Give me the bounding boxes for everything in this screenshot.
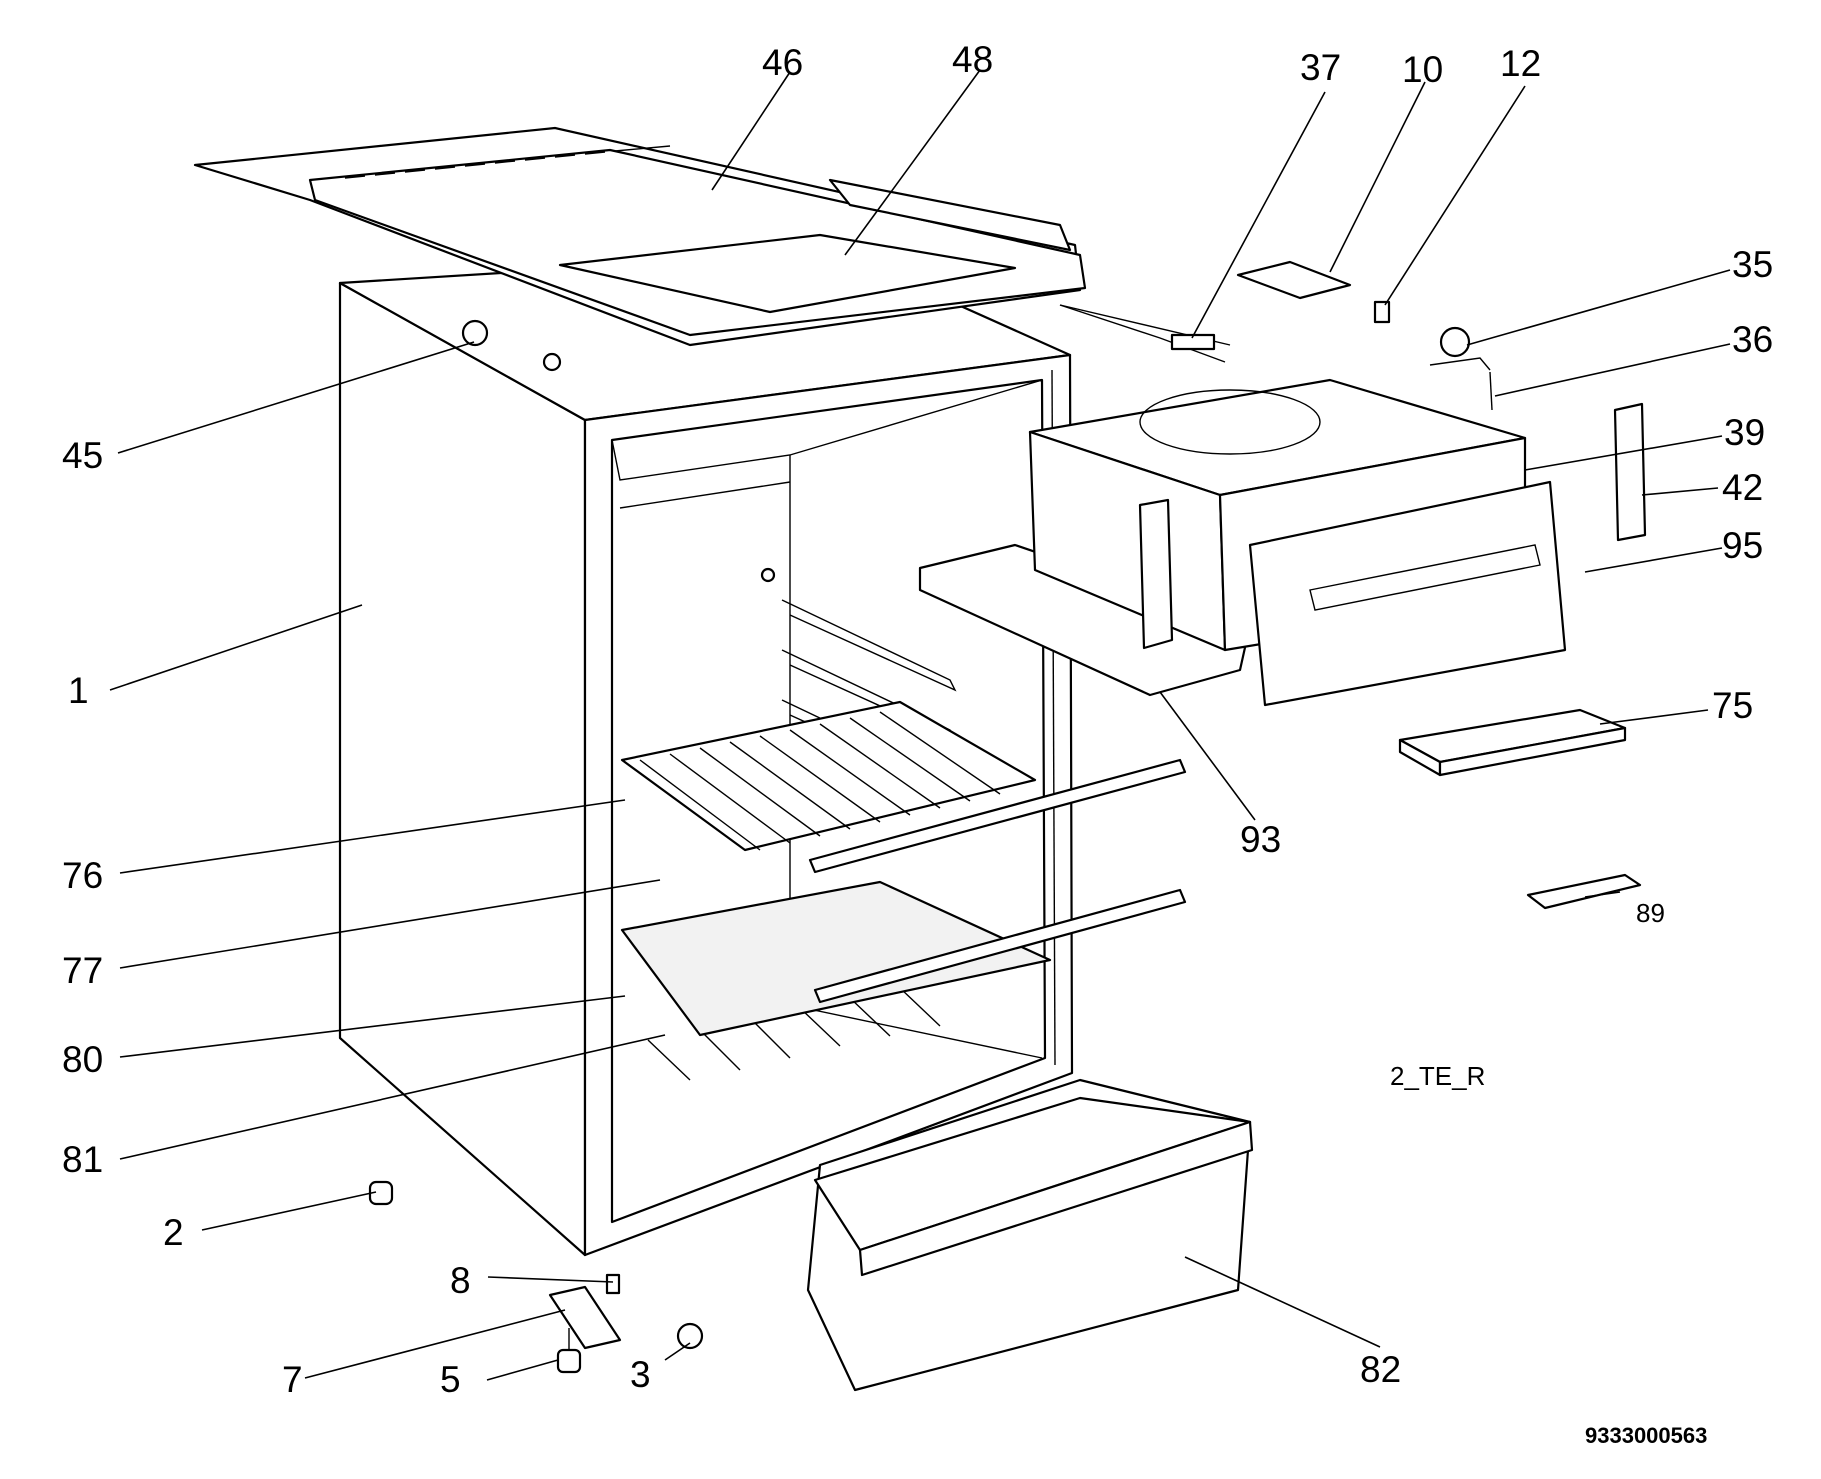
callout-46: 46 <box>762 42 803 83</box>
callout-76: 76 <box>62 855 103 896</box>
top-cover <box>193 126 1231 347</box>
callout-75: 75 <box>1712 685 1753 726</box>
callout-5: 5 <box>440 1359 461 1400</box>
callout-89: 89 <box>1636 898 1665 928</box>
callout-7: 7 <box>282 1359 303 1400</box>
small-parts <box>368 260 1642 1374</box>
callout-1: 1 <box>68 670 89 711</box>
freezer-compartment <box>918 378 1647 707</box>
callout-12: 12 <box>1500 43 1541 84</box>
callout-37: 37 <box>1300 47 1341 88</box>
callout-95: 95 <box>1722 525 1763 566</box>
callout-93: 93 <box>1240 819 1281 860</box>
callout-80: 80 <box>62 1039 103 1080</box>
callout-labels: 46 48 37 10 12 35 36 39 42 95 75 45 1 76… <box>62 39 1773 1448</box>
callout-77: 77 <box>62 950 103 991</box>
document-number: 9333000563 <box>1585 1423 1707 1448</box>
callout-35: 35 <box>1732 244 1773 285</box>
callout-8: 8 <box>450 1260 471 1301</box>
callout-36: 36 <box>1732 319 1773 360</box>
model-code: 2_TE_R <box>1390 1061 1485 1091</box>
wire-shelf <box>620 700 1187 874</box>
callout-42: 42 <box>1722 467 1763 508</box>
callout-81: 81 <box>62 1139 103 1180</box>
callout-3: 3 <box>630 1354 651 1395</box>
callout-48: 48 <box>952 39 993 80</box>
glass-shelf <box>620 880 1187 1037</box>
callout-82: 82 <box>1360 1349 1401 1390</box>
callout-39: 39 <box>1724 412 1765 453</box>
ice-tray <box>1398 708 1627 777</box>
callout-2: 2 <box>163 1212 184 1253</box>
leader-lines <box>109 69 1731 1381</box>
callout-10: 10 <box>1402 49 1443 90</box>
callout-45: 45 <box>62 435 103 476</box>
door-bin <box>806 1078 1254 1392</box>
